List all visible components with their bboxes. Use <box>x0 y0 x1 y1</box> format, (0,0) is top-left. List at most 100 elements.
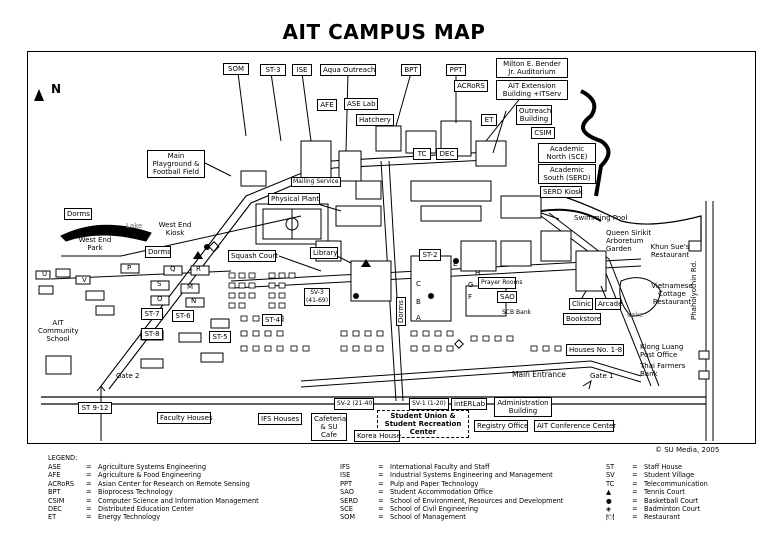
legend-key: PPT <box>340 479 352 488</box>
legend-equals: = <box>632 463 638 471</box>
label-squash-court: Squash Court <box>228 250 278 262</box>
legend-row: TC=Telecommunication <box>606 480 708 488</box>
label-student-union: Student Union & Student Recreation Cente… <box>377 410 469 438</box>
label-west-end-kiosk: West End Kiosk <box>158 221 192 237</box>
legend-row: ◈=Badminton Court <box>606 505 708 513</box>
legend-value: Student Village <box>644 471 695 480</box>
legend-row: ●=Basketball Court <box>606 497 708 505</box>
legend-key: ET <box>48 513 57 522</box>
label-gate-2: Gate 2 <box>116 372 140 380</box>
label-korea-house: Korea House <box>354 430 401 442</box>
legend-equals: = <box>378 471 384 480</box>
label-scb-bank: SCB Bank <box>502 309 532 316</box>
label-houses-1-8: Houses No. 1-8 <box>566 344 624 356</box>
label-ase-lab: ASE Lab <box>344 98 378 110</box>
legend-equals: = <box>632 488 638 497</box>
label-conference-center: AIT Conference Center <box>534 420 616 432</box>
legend-key: AFE <box>48 471 61 480</box>
label-csim: CSIM <box>531 127 555 139</box>
legend-equals: = <box>632 479 638 488</box>
legend-value: Industrial Systems Engineering and Manag… <box>390 471 553 480</box>
label-swimming-pool: Swimming Pool <box>574 214 628 222</box>
label-gate-1: Gate 1 <box>590 372 614 380</box>
label-et: ET <box>481 114 497 126</box>
label-klong-luang-post: Klong Luang Post Office <box>640 343 684 359</box>
legend-equals: = <box>86 488 92 497</box>
label-st7: ST-7 <box>141 308 163 320</box>
legend-value: Computer Science and Information Managem… <box>98 496 259 505</box>
label-acrors: ACRoRS <box>454 80 488 92</box>
legend-key: SOM <box>340 513 356 522</box>
legend-equals: = <box>86 505 92 514</box>
label-st4: ST-4 <box>262 314 282 326</box>
legend-row: ST=Staff House <box>606 463 708 471</box>
label-serd-kiosk: SERD Kiosk <box>540 186 583 198</box>
label-ifs-houses: IFS Houses <box>258 413 302 425</box>
legend-value: School of Environment, Resources and Dev… <box>390 496 564 505</box>
legend-row: ACRoRS=Asian Center for Research on Remo… <box>48 480 259 488</box>
label-arcade: Arcade <box>595 298 622 310</box>
legend-value: Basketball Court <box>644 496 699 505</box>
north-label: N <box>51 82 62 96</box>
legend-equals: = <box>86 471 92 480</box>
legend-row: SERD=School of Environment, Resources an… <box>340 497 563 505</box>
legend-key: CSIM <box>48 496 65 505</box>
legend-row: PPT=Pulp and Paper Technology <box>340 480 563 488</box>
legend-value: Tennis Court <box>644 488 685 497</box>
legend-row: SV=Student Village <box>606 471 708 479</box>
legend-key: BPT <box>48 488 61 497</box>
room-s: S <box>157 280 162 288</box>
map-drawing <box>34 72 714 441</box>
legend-value: Agriculture & Food Engineering <box>98 471 202 480</box>
legend-key: ▲ <box>606 488 612 497</box>
room-g: G <box>468 281 474 289</box>
legend-value: Student Accommodation Office <box>390 488 493 497</box>
label-dec: DEC <box>436 148 458 160</box>
legend-equals: = <box>86 513 92 522</box>
label-st5: ST-5 <box>209 331 231 343</box>
room-a: A <box>416 314 421 322</box>
legend-value: Badminton Court <box>644 505 701 514</box>
label-registry-office: Registry Office <box>474 420 528 432</box>
label-st3: ST-3 <box>260 64 286 76</box>
legend-key: SAO <box>340 488 354 497</box>
label-clinic: Clinic <box>569 298 593 310</box>
legend-equals: = <box>86 479 92 488</box>
legend-row: ET = Energy Technology <box>48 513 259 521</box>
label-academic-north: Academic North (SCE) <box>538 143 596 163</box>
legend-row: SAO=Student Accommodation Office <box>340 488 563 496</box>
label-lake-east: Lake <box>627 311 644 319</box>
legend-equals: = <box>378 463 384 471</box>
legend-equals: = <box>632 471 638 480</box>
legend-key: ● <box>606 496 612 505</box>
legend-row: IFS=International Faculty and Staff <box>340 463 563 471</box>
label-outreach-building: Outreach Building <box>516 105 552 125</box>
legend-value: School of Management <box>390 513 466 522</box>
legend-heading: LEGEND: <box>48 454 78 462</box>
legend-row: SOM=School of Management <box>340 513 563 521</box>
legend-value: Asian Center for Research on Remote Sens… <box>98 479 250 488</box>
room-v: V <box>82 276 87 284</box>
label-dorms-vertical: Dorms <box>396 297 406 326</box>
label-vietnamese-cottage: Vietnamese Cottage Restaurant <box>651 282 693 306</box>
legend-equals: = <box>378 479 384 488</box>
label-cafeteria: Cafeteria & SU Cafe <box>311 413 347 441</box>
label-interlab: intERLab. <box>451 398 487 410</box>
label-aqua-outreach: Aqua Outreach <box>320 64 376 76</box>
label-tc: TC <box>413 148 431 160</box>
legend-equals: = <box>378 505 384 514</box>
legend-value: Distributed Education Center <box>98 505 194 514</box>
label-mailing-service: Mailing Service <box>291 177 341 187</box>
legend-value: Energy Technology <box>98 513 161 522</box>
label-dorms-west: Dorms <box>64 208 92 220</box>
legend-equals: = <box>632 513 638 522</box>
label-sv3: SV-3 (41-69) <box>304 288 330 306</box>
legend-row: CSIM=Computer Science and Information Ma… <box>48 497 259 505</box>
label-queen-sirikit: Queen Sirikit Arboretum Garden <box>606 229 652 253</box>
room-e: E <box>453 260 458 268</box>
label-main-entrance: Main Entrance <box>512 370 566 379</box>
legend-row: ASE=Agriculture Systems Engineering <box>48 463 259 471</box>
label-st-9-12: ST 9-12 <box>78 402 112 414</box>
legend-row: ISE=Industrial Systems Engineering and M… <box>340 471 563 479</box>
